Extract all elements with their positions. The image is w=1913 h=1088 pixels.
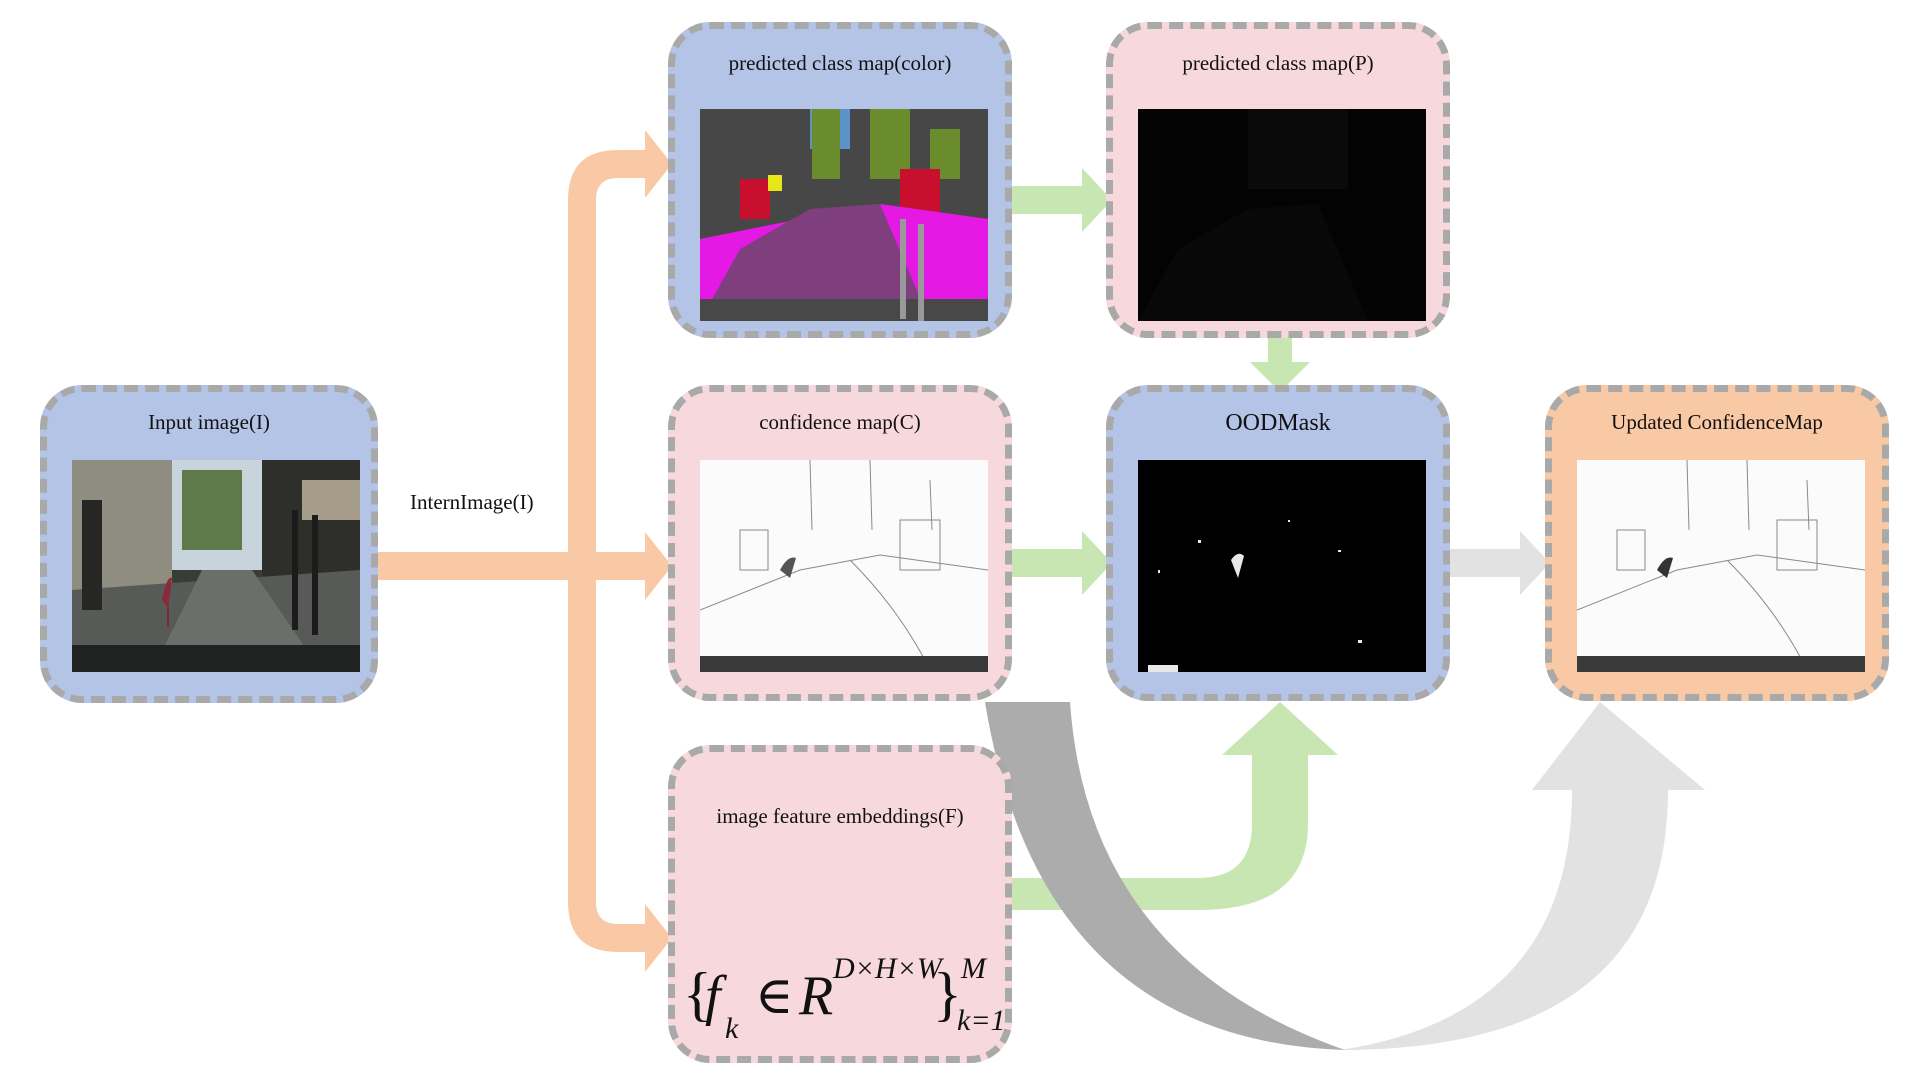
arrow-confidence-curve <box>985 702 1345 1050</box>
arrow-p-to-oodmask <box>1250 336 1310 392</box>
orange-branch-arrows <box>378 130 672 972</box>
dark-gray-arrows <box>985 702 1345 1050</box>
oodmask-map <box>1138 460 1426 672</box>
light-gray-arrows <box>1340 531 1705 1050</box>
formula-dims: D×H×W <box>833 952 942 985</box>
orange-trunk-arrow <box>378 130 672 972</box>
predicted-color-map <box>700 109 988 321</box>
input-image-title: Input image(I) <box>148 410 270 434</box>
formula-R: R <box>799 965 834 1027</box>
oodmask-title: OODMask <box>1225 410 1331 436</box>
backbone-label: InternImage(I) <box>410 490 534 514</box>
arrow-color-to-p <box>1012 168 1112 232</box>
formula-close-brace: } <box>933 961 962 1027</box>
predicted-color-title: predicted class map(color) <box>728 51 952 75</box>
input-image-node: Input image(I) <box>40 385 378 703</box>
formula-f: f <box>705 965 721 1027</box>
confidence-title: confidence map(C) <box>759 410 921 434</box>
arrow-curve-to-updated <box>1340 702 1705 1050</box>
oodmask-node: OODMask <box>1106 385 1450 701</box>
arrow-oodmask-to-updated <box>1450 531 1550 595</box>
arrow-features-to-oodmask <box>1008 702 1338 910</box>
predicted-color-node: predicted class map(color) <box>668 22 1012 338</box>
features-node: image feature embeddings(F) { f k ∈ R D×… <box>668 745 1012 1063</box>
formula-in-symbol: ∈ <box>755 968 794 1025</box>
formula-k-sub: k <box>725 1012 739 1045</box>
formula-upper: M <box>961 952 986 985</box>
confidence-map <box>700 460 988 672</box>
formula-lower: k=1 <box>957 1004 1006 1037</box>
updated-map <box>1577 460 1865 672</box>
feature-formula: { f k ∈ R D×H×W } M k=1 <box>675 952 1006 1062</box>
predicted-p-title: predicted class map(P) <box>1182 51 1374 75</box>
predicted-p-map <box>1138 109 1426 321</box>
confidence-node: confidence map(C) <box>668 385 1012 701</box>
updated-title: Updated ConfidenceMap <box>1611 410 1823 434</box>
features-title: image feature embeddings(F) <box>716 804 964 828</box>
arrow-confidence-to-oodmask <box>1012 531 1112 595</box>
updated-node: Updated ConfidenceMap <box>1545 385 1889 701</box>
input-image-photo <box>72 460 360 672</box>
green-arrows <box>1008 168 1338 910</box>
predicted-p-node: predicted class map(P) <box>1106 22 1450 338</box>
formula-open-brace: { <box>683 961 712 1027</box>
